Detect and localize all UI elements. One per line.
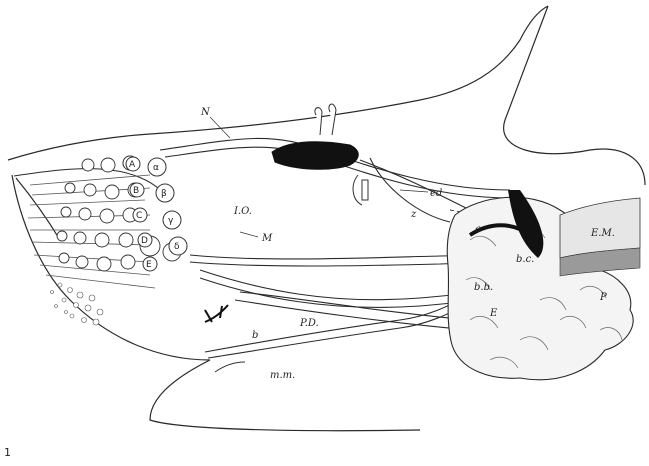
svg-text:C: C: [136, 211, 142, 221]
label-E: E: [489, 308, 498, 319]
label-EM: E.M.: [590, 228, 615, 239]
leader-lines: [210, 117, 428, 237]
row-label-D: D: [138, 233, 152, 247]
label-M: M: [261, 233, 273, 244]
sinus-hair-dots: [51, 283, 104, 325]
row-label-B: B: [130, 183, 144, 197]
label-alpha: α: [153, 163, 159, 173]
label-ed: ed: [430, 188, 442, 199]
label-z: z: [410, 209, 417, 220]
row-label-A: A: [126, 157, 140, 171]
figure-number: 1: [4, 446, 11, 459]
label-delta: δ: [174, 242, 180, 252]
branch-b: [205, 305, 228, 322]
label-bb: b.b.: [474, 282, 493, 293]
label-beta: β: [161, 189, 167, 199]
svg-text:A: A: [129, 160, 136, 170]
label-gamma: γ: [168, 216, 174, 226]
label-bc: b.c.: [516, 254, 534, 265]
label-N: N: [200, 107, 211, 118]
svg-text:B: B: [133, 186, 139, 196]
mm-fork: [215, 362, 245, 372]
label-b: b: [252, 330, 258, 341]
svg-text:E: E: [146, 260, 152, 270]
svg-text:D: D: [141, 236, 148, 246]
label-a: a: [475, 224, 481, 235]
label-mm: m.m.: [270, 370, 295, 381]
label-IO: I.O.: [233, 206, 252, 217]
label-P: P: [599, 292, 607, 303]
label-PD: P.D.: [299, 318, 319, 329]
trigeminal-ganglion: [272, 142, 358, 169]
row-label-C: C: [133, 208, 147, 222]
row-label-E: E: [143, 257, 157, 271]
